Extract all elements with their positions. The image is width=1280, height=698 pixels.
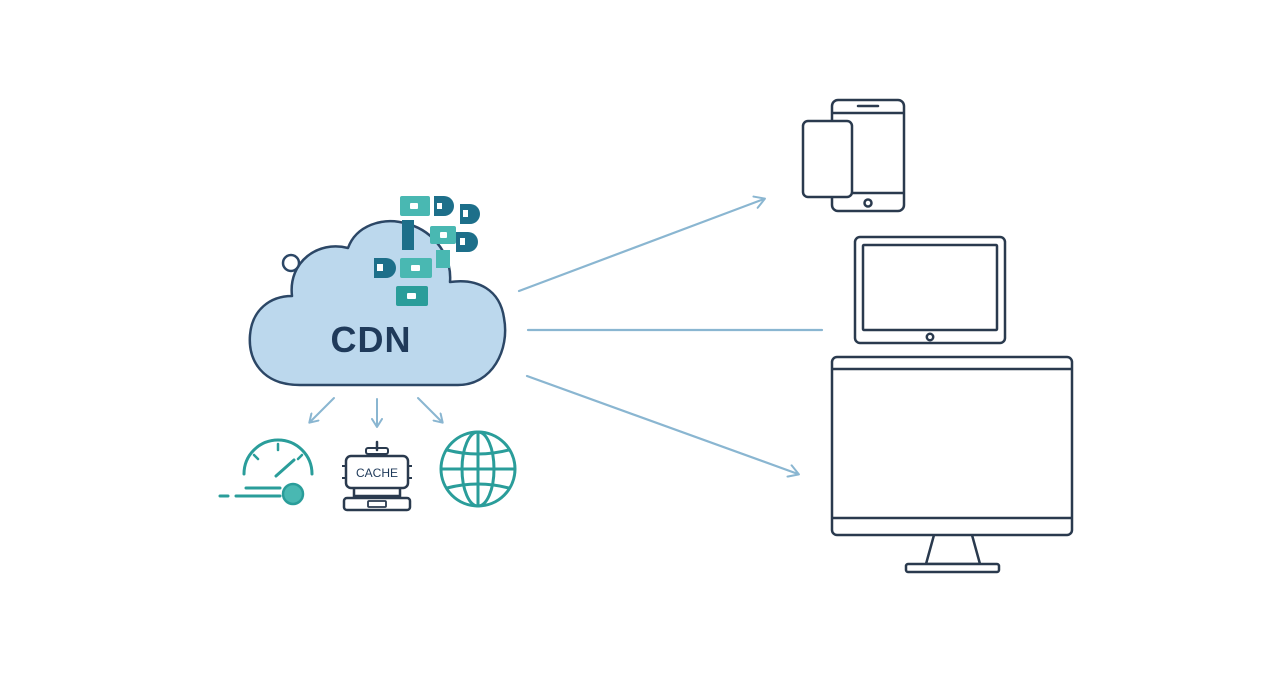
cache-label: CACHE bbox=[356, 466, 398, 480]
data-block bbox=[402, 220, 414, 250]
arrow-to-desktop bbox=[525, 374, 800, 478]
data-block-pill bbox=[374, 258, 396, 278]
data-block-notch bbox=[410, 203, 418, 209]
distribution-arrows bbox=[517, 195, 824, 478]
data-block bbox=[436, 250, 450, 268]
data-block-pill bbox=[456, 232, 478, 252]
speedometer-needle bbox=[274, 458, 296, 478]
data-block-pill bbox=[434, 196, 454, 216]
cloud-node-circle bbox=[281, 253, 301, 273]
cache-server-icon: CACHE bbox=[342, 440, 412, 512]
phone-tablet-icon bbox=[801, 98, 906, 213]
data-blocks bbox=[374, 196, 480, 306]
speedometer-icon bbox=[218, 438, 314, 506]
globe-icon bbox=[439, 430, 517, 508]
small-tablet-device bbox=[801, 119, 854, 199]
cdn-label: CDN bbox=[331, 319, 412, 360]
arrow-to-mobile bbox=[517, 195, 766, 293]
tablet-landscape-icon bbox=[853, 235, 1007, 345]
feature-arrows bbox=[308, 397, 444, 428]
arrow-to-speed bbox=[308, 397, 335, 424]
desktop-monitor-icon bbox=[830, 355, 1074, 574]
data-block-pill bbox=[460, 204, 480, 224]
arrow-to-globe bbox=[417, 397, 444, 424]
